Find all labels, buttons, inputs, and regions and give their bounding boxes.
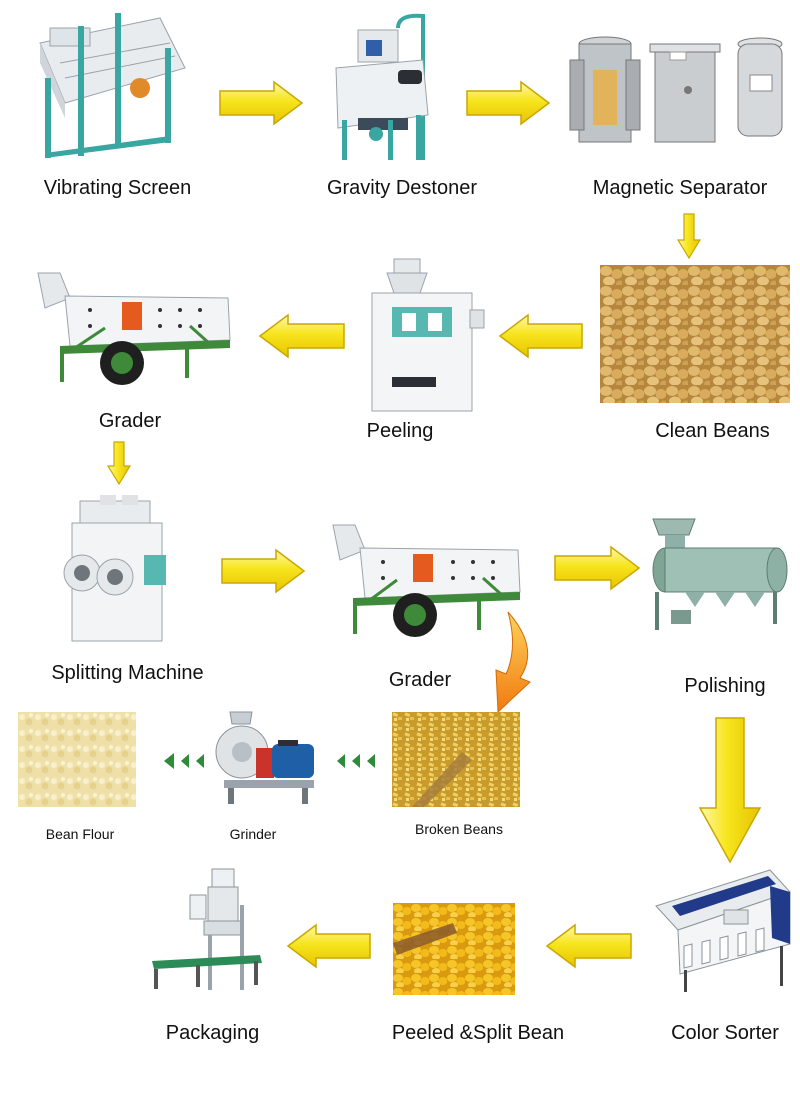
label-peeling: Peeling: [366, 420, 434, 442]
label-packaging: Packaging: [165, 1022, 260, 1044]
arrow-left-2: [258, 313, 346, 359]
chevrons-left-2: [333, 752, 379, 770]
label-splitting-machine: Splitting Machine: [51, 662, 204, 684]
splitting-machine-image: [60, 495, 175, 645]
magnetic-separator-image: [560, 30, 790, 150]
label-peeled-split-bean: Peeled &Split Bean: [391, 1022, 565, 1044]
label-color-sorter: Color Sorter: [671, 1022, 779, 1044]
grader-2-image: [325, 520, 525, 640]
arrow-right-4: [553, 545, 641, 591]
label-polishing: Polishing: [684, 675, 766, 697]
broken-beans-image: [392, 712, 520, 807]
vibrating-screen-image: [20, 8, 200, 158]
label-magnetic-separator: Magnetic Separator: [592, 177, 768, 199]
arrow-down-magnetic-to-clean: [676, 212, 702, 260]
arrow-down-polishing-to-sorter: [698, 716, 762, 864]
polishing-image: [645, 515, 795, 630]
clean-beans-image: [600, 265, 790, 403]
chevrons-left-1: [162, 752, 208, 770]
arrow-right-1: [218, 80, 304, 126]
arrow-curved-to-broken-beans: [478, 608, 538, 714]
label-vibrating-screen: Vibrating Screen: [43, 177, 192, 199]
arrow-left-1: [498, 313, 584, 359]
label-clean-beans: Clean Beans: [655, 420, 770, 442]
label-broken-beans: Broken Beans: [415, 821, 503, 837]
arrow-down-grader-to-splitting: [106, 440, 132, 486]
peeled-split-bean-image: [393, 903, 515, 995]
gravity-destoner-image: [328, 10, 438, 165]
arrow-left-4: [545, 923, 633, 969]
packaging-image: [150, 865, 280, 995]
label-gravity-destoner: Gravity Destoner: [326, 177, 478, 199]
label-grader-2: Grader: [388, 669, 452, 691]
arrow-left-3: [286, 923, 372, 969]
bean-flour-image: [18, 712, 136, 807]
grinder-image: [212, 710, 320, 810]
peeling-image: [362, 255, 492, 415]
arrow-right-3: [220, 548, 306, 594]
label-grinder: Grinder: [229, 826, 277, 842]
grader-1-image: [30, 268, 235, 388]
label-bean-flour: Bean Flour: [45, 826, 115, 842]
arrow-right-2: [465, 80, 551, 126]
label-grader-1: Grader: [98, 410, 162, 432]
color-sorter-image: [650, 866, 795, 996]
